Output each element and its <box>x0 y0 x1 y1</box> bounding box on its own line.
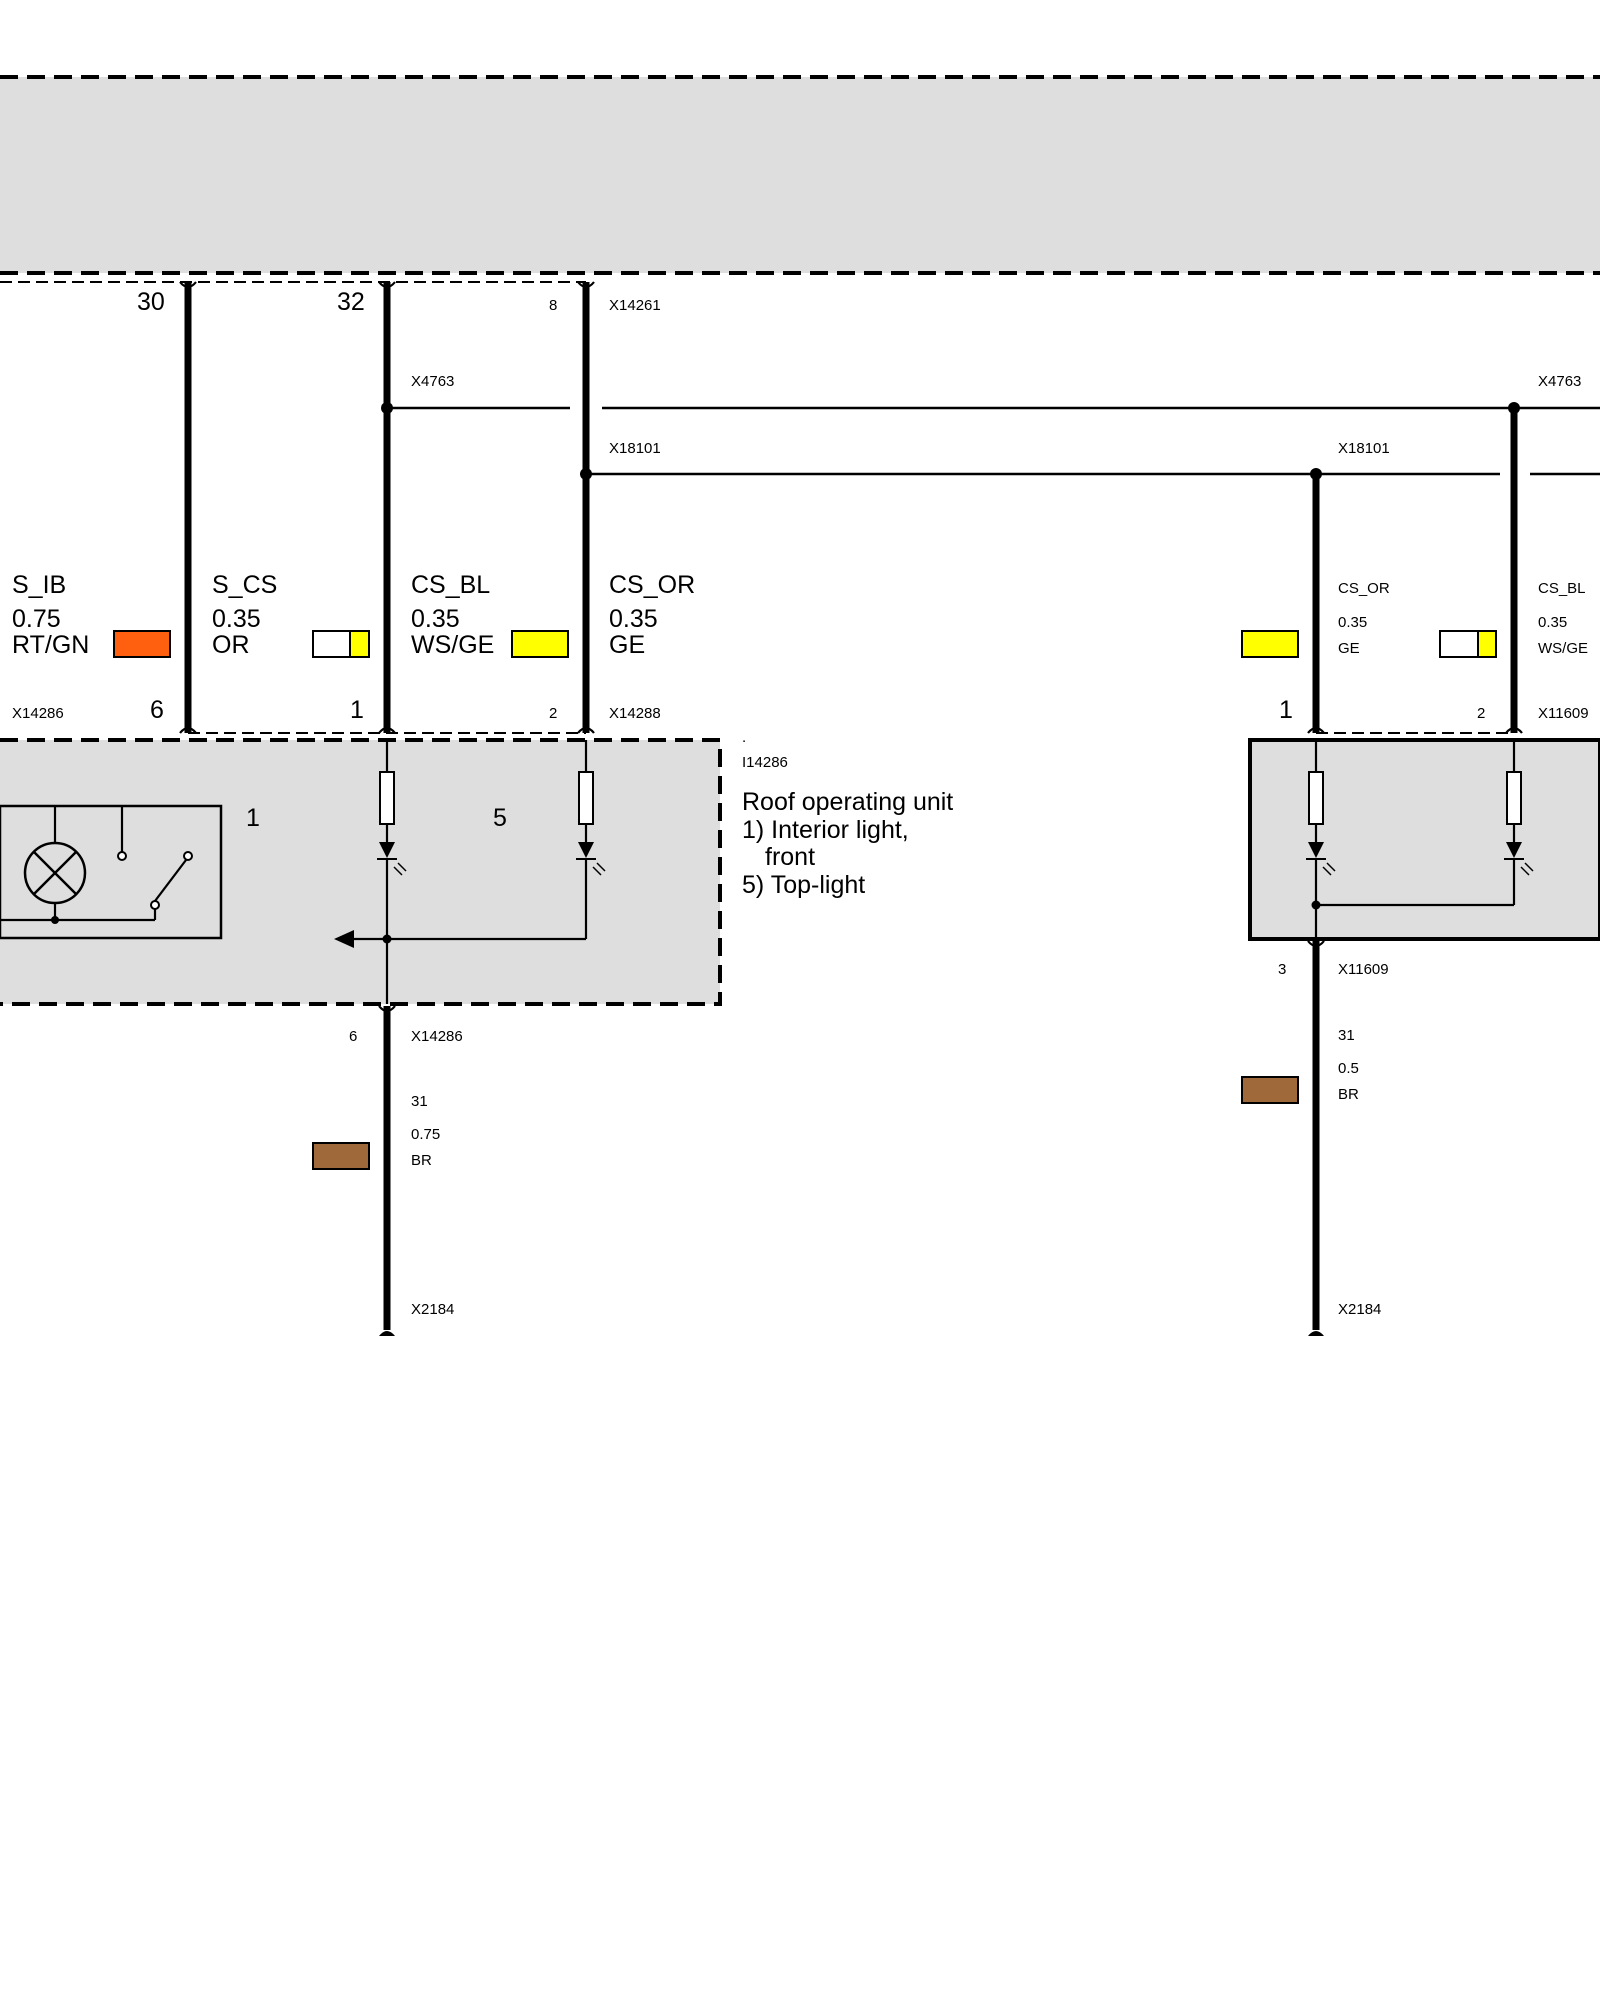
color-swatch-rt-gn <box>113 630 171 658</box>
svg-text:0.35: 0.35 <box>212 605 261 633</box>
svg-text:CS_OR: CS_OR <box>1338 580 1390 597</box>
right-module-box <box>1248 738 1600 941</box>
svg-text:0.35: 0.35 <box>609 605 658 633</box>
svg-text:GE: GE <box>609 631 645 659</box>
pin-6-label: 6 <box>150 696 164 724</box>
color-swatch-ws-ge <box>511 630 569 658</box>
wire-label-s-ib: S_IB 0.75 RT/GN <box>12 571 171 659</box>
connector-x4763-right-label: X4763 <box>1538 373 1581 390</box>
pin-32-label: 32 <box>337 288 365 316</box>
color-swatch-br-left <box>312 1142 370 1170</box>
ground-right-signal: 31 <box>1338 1027 1355 1044</box>
wire-label-cs-or: CS_OR 0.35 GE <box>609 571 695 659</box>
svg-text:CS_BL: CS_BL <box>1538 580 1586 597</box>
channel-1-label: 1 <box>246 804 260 832</box>
svg-text:0.35: 0.35 <box>1338 614 1367 631</box>
connector-x2184-label: X2184 <box>411 1301 454 1318</box>
ground-icon <box>379 1331 395 1336</box>
connector-x14261-label: X14261 <box>609 297 661 314</box>
wire-label-s-cs: S_CS 0.35 OR <box>212 571 370 659</box>
connector-x18101-label: X18101 <box>609 440 661 457</box>
pin-8-label: 8 <box>549 297 557 314</box>
connector-x14288-label: X14288 <box>609 705 661 722</box>
svg-text:OR: OR <box>212 631 250 659</box>
connector-x11609-bottom-label: X11609 <box>1338 961 1389 978</box>
ground-left-size: 0.75 <box>411 1126 440 1143</box>
svg-text:WS/GE: WS/GE <box>1538 640 1588 657</box>
led-branch-left <box>377 740 407 1004</box>
pin-1-right-label: 1 <box>1279 696 1293 724</box>
pin-2-label: 2 <box>549 705 557 722</box>
connector-x14286-bottom-label: X14286 <box>411 1028 463 1045</box>
module-dot: . <box>742 729 746 746</box>
channel-5-label: 5 <box>493 804 507 832</box>
led-branch-right-module-b <box>1504 740 1534 905</box>
switch-icon <box>117 806 193 920</box>
ground-left-pin: 6 <box>349 1028 357 1045</box>
svg-text:CS_OR: CS_OR <box>609 571 695 599</box>
svg-text:0.75: 0.75 <box>12 605 61 633</box>
top-module-box <box>0 77 1600 273</box>
led-icon <box>379 842 395 858</box>
svg-text:S_CS: S_CS <box>212 571 277 599</box>
svg-text:RT/GN: RT/GN <box>12 631 89 659</box>
lamp-icon <box>0 806 155 924</box>
connector-x18101-right-label: X18101 <box>1338 440 1390 457</box>
svg-text:WS/GE: WS/GE <box>411 631 494 659</box>
ground-left-color: BR <box>411 1152 432 1169</box>
arrow-left-icon <box>334 930 354 948</box>
pin-1-label: 1 <box>350 696 364 724</box>
color-swatch-br-right <box>1241 1076 1299 1104</box>
svg-text:CS_BL: CS_BL <box>411 571 490 599</box>
ground-icon <box>1308 1331 1324 1336</box>
connector-x4763-label: X4763 <box>411 373 454 390</box>
module-title: Roof operating unit <box>742 788 953 816</box>
ground-right-pin: 3 <box>1278 961 1286 978</box>
svg-text:GE: GE <box>1338 640 1360 657</box>
module-line-2: front <box>765 843 815 871</box>
svg-text:S_IB: S_IB <box>12 571 66 599</box>
splice-x18101-left <box>580 468 592 480</box>
connector-x2184-right-label: X2184 <box>1338 1301 1381 1318</box>
module-id: I14286 <box>742 754 788 771</box>
led-branch-right <box>576 740 606 939</box>
wire-label-cs-bl: CS_BL 0.35 WS/GE <box>411 571 569 659</box>
pin-30-label: 30 <box>137 288 165 316</box>
svg-text:0.35: 0.35 <box>411 605 460 633</box>
led-branch-right-module-a <box>1306 740 1336 939</box>
connector-x14286-label: X14286 <box>12 705 64 722</box>
module-line-3: 5) Top-light <box>742 871 865 899</box>
wire-label-cs-or-right: CS_OR 0.35 GE <box>1241 580 1390 658</box>
pin-2-right-label: 2 <box>1477 705 1485 722</box>
wire-label-cs-bl-right: CS_BL 0.35 WS/GE <box>1439 580 1588 658</box>
svg-text:0.35: 0.35 <box>1538 614 1567 631</box>
ground-right-size: 0.5 <box>1338 1060 1359 1077</box>
roof-operating-unit-box <box>0 740 720 1004</box>
color-swatch-ge <box>1241 630 1299 658</box>
interior-light-box <box>0 804 223 940</box>
splice-x4763-left <box>381 402 393 414</box>
ground-left-signal: 31 <box>411 1093 428 1110</box>
module-line-1: 1) Interior light, <box>742 816 909 844</box>
ground-right-color: BR <box>1338 1086 1359 1103</box>
connector-x11609-label: X11609 <box>1538 705 1589 722</box>
resistor-icon <box>379 771 395 825</box>
